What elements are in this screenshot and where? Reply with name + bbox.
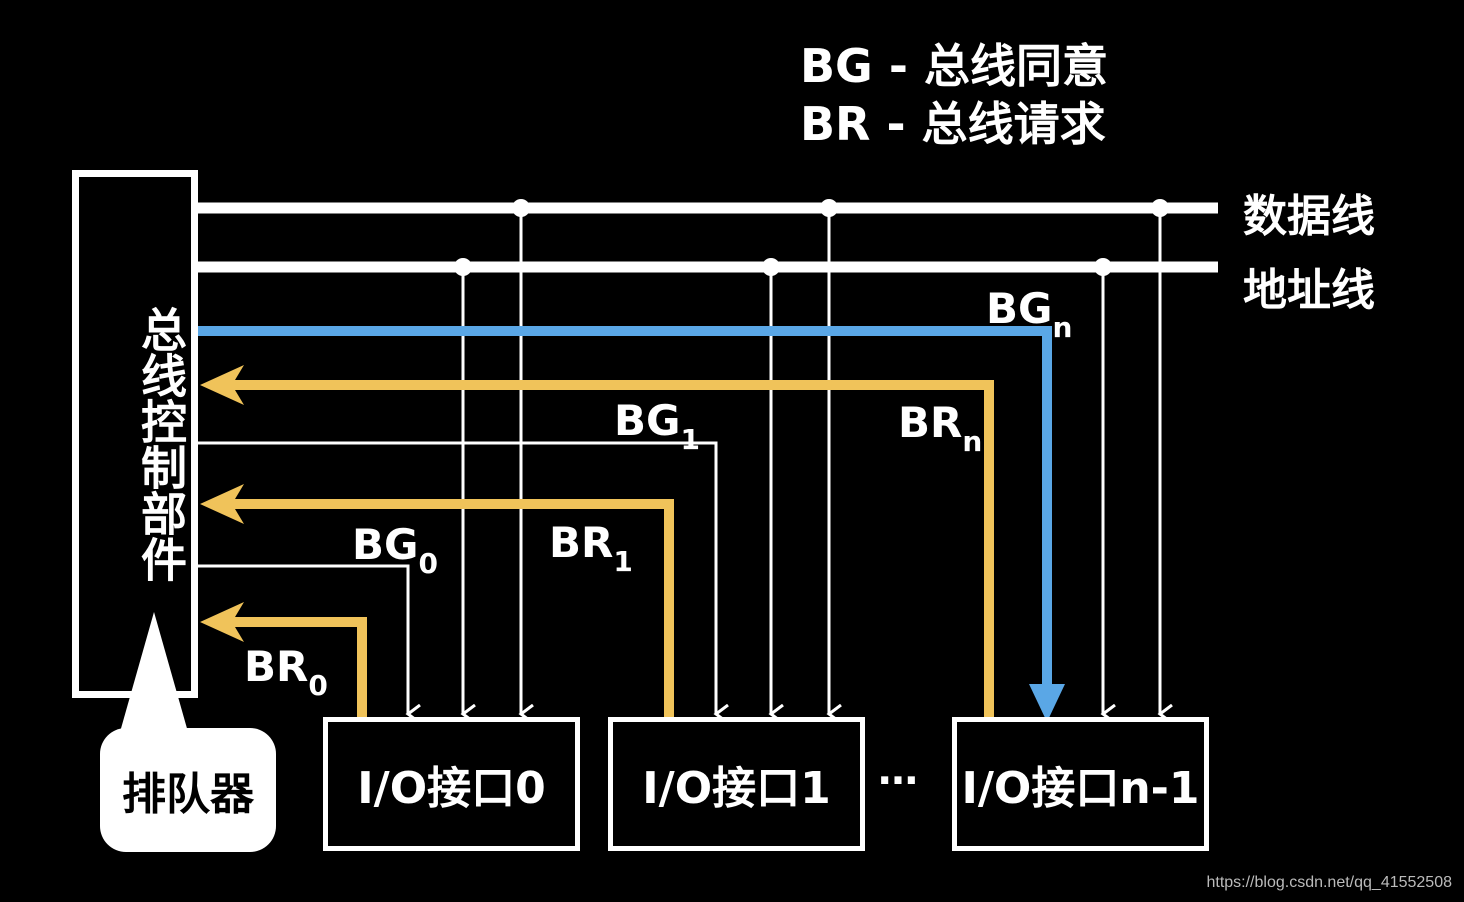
address-bus-label: 地址线 (1243, 265, 1375, 316)
signal-label-bg1: BG1 (614, 396, 700, 456)
signal-label-bg0: BG0 (352, 520, 438, 580)
bus-drop-lines (463, 208, 1160, 714)
br1-arrowhead (200, 484, 244, 524)
io-interface-n-1: I/O接口n-1 (952, 717, 1209, 851)
brn-arrowhead (200, 365, 244, 405)
io-interface-0: I/O接口0 (323, 717, 580, 851)
br0-line (232, 617, 367, 717)
signal-label-brn: BRn (898, 398, 983, 458)
watermark-text: https://blog.csdn.net/qq_41552508 (1206, 874, 1452, 891)
br0-arrowhead (200, 602, 244, 642)
signal-label-br0: BR0 (244, 642, 328, 702)
data-bus-label: 数据线 (1243, 191, 1375, 242)
bg1-line (198, 441, 716, 714)
bus-controller-box: 总线控制部件 (72, 170, 198, 698)
brn-line (232, 380, 994, 717)
bg0-line (198, 564, 408, 714)
queue-callout-pointer (120, 612, 188, 732)
legend-bg: BG - 总线同意 (800, 39, 1108, 93)
bus-controller-label: 总线控制部件 (134, 306, 188, 582)
io-interface-1: I/O接口1 (608, 717, 865, 851)
bgn-arrowhead (1029, 684, 1065, 722)
br1-line (232, 499, 674, 717)
queue-callout: 排队器 (100, 728, 276, 852)
bgn-line (198, 326, 1052, 700)
interface-ellipsis: … (878, 748, 918, 794)
signal-label-bgn: BGn (986, 284, 1073, 344)
signal-label-br1: BR1 (549, 518, 633, 578)
legend-br: BR - 总线请求 (800, 97, 1106, 151)
